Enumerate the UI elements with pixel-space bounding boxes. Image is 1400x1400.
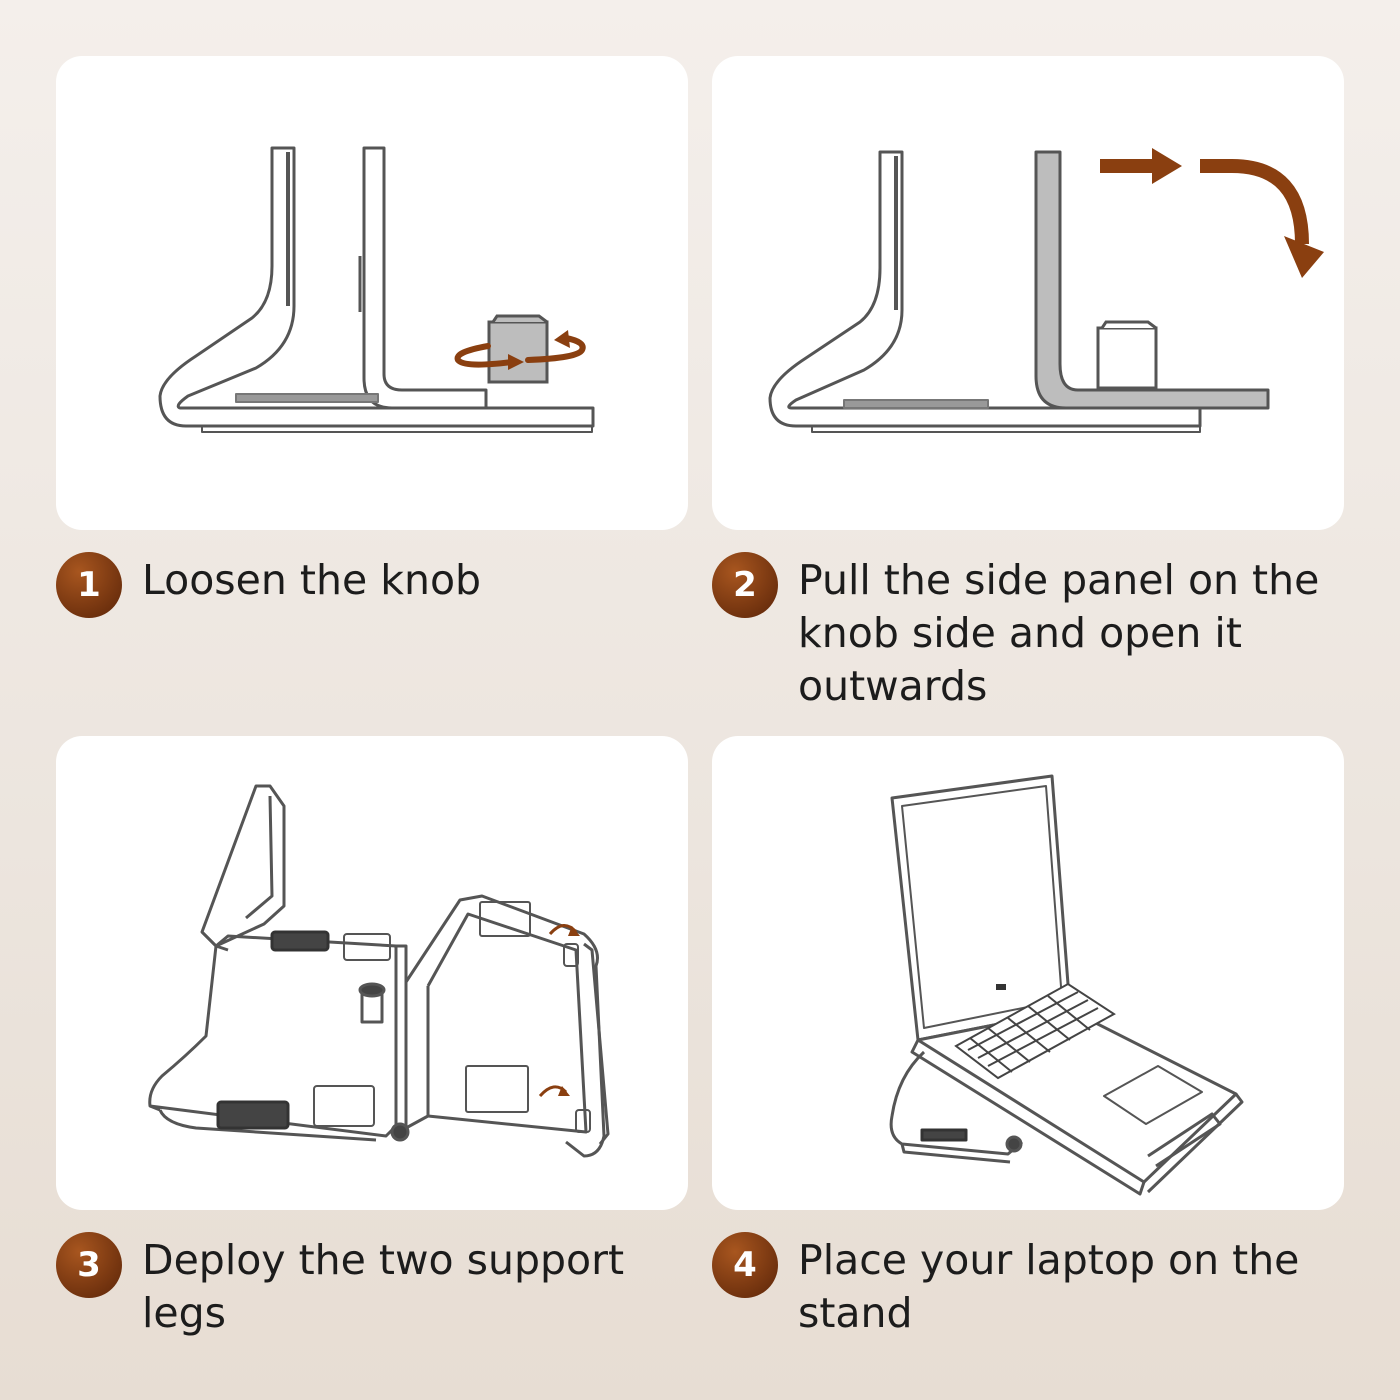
step-4-text: Place your laptop on the stand	[798, 1236, 1300, 1337]
step-2-text: Pull the side panel on the knob side and…	[798, 556, 1320, 710]
step-4-illustration-panel	[712, 736, 1344, 1210]
step-3-number-badge: 3	[56, 1232, 122, 1298]
step-1-illustration-panel	[56, 56, 688, 530]
stand-side-view-knob-rotate-icon	[158, 146, 595, 433]
step-3-text: Deploy the two support legs	[142, 1236, 625, 1337]
knob-icon	[487, 320, 549, 384]
knob-icon	[1096, 326, 1158, 390]
step-2-illustration-panel	[712, 56, 1344, 530]
step-3-illustration-panel	[56, 736, 688, 1210]
step-1-number-badge: 1	[56, 552, 122, 618]
step-2-number-badge: 2	[712, 552, 778, 618]
stand-support-legs-icon	[148, 784, 610, 1158]
step-4-number-badge: 4	[712, 1232, 778, 1298]
laptop-on-stand-icon	[889, 774, 1244, 1196]
step-1-text: Loosen the knob	[142, 556, 482, 604]
stand-side-panel-open-icon	[768, 148, 1324, 433]
